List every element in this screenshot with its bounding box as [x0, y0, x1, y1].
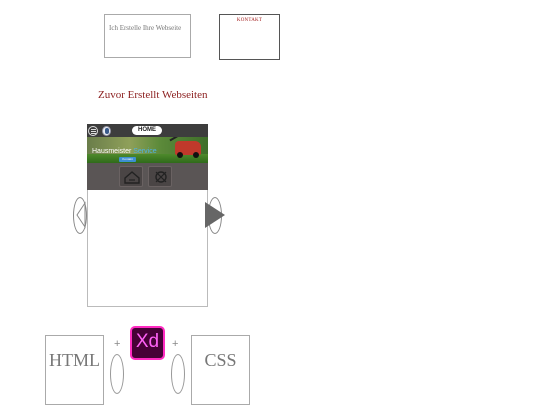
hero-text-service: Service [133, 148, 157, 155]
section-title: Zuvor Erstellt Webseiten [98, 89, 208, 101]
chevron-left-icon [76, 201, 86, 229]
plus-sign: + [114, 338, 121, 350]
xd-label: Xd [135, 331, 160, 352]
adobe-xd-logo: Xd [130, 326, 165, 360]
preview-hero-button: Kontakt [119, 157, 136, 162]
css-label: CSS [204, 350, 237, 370]
play-right-icon [205, 202, 225, 228]
intro-box[interactable]: Ich Erstelle Ihre Webseite [104, 14, 191, 58]
menu-icon [88, 126, 98, 136]
preview-hero-text: Hausmeister Service [92, 148, 157, 155]
contact-label: KONTAKT [236, 18, 263, 23]
plus-sign: + [172, 338, 179, 350]
intro-label: Ich Erstelle Ihre Webseite [109, 24, 182, 32]
house-service-icon [119, 166, 143, 187]
css-skill-box: CSS [191, 335, 250, 405]
decorative-oval [171, 354, 185, 394]
html-label: HTML [49, 350, 100, 370]
decorative-oval [110, 354, 124, 394]
tools-service-icon [148, 166, 172, 187]
contact-button[interactable]: KONTAKT [219, 14, 280, 60]
microphone-icon [102, 126, 111, 136]
hero-text-main: Hausmeister [92, 148, 132, 155]
slider-prev-button[interactable] [73, 197, 87, 234]
lawnmower-icon [175, 141, 201, 155]
html-skill-box: HTML [45, 335, 104, 405]
preview-services-band [87, 163, 208, 190]
preview-home-button: HOME [132, 126, 162, 135]
preview-hero-image [87, 137, 208, 163]
